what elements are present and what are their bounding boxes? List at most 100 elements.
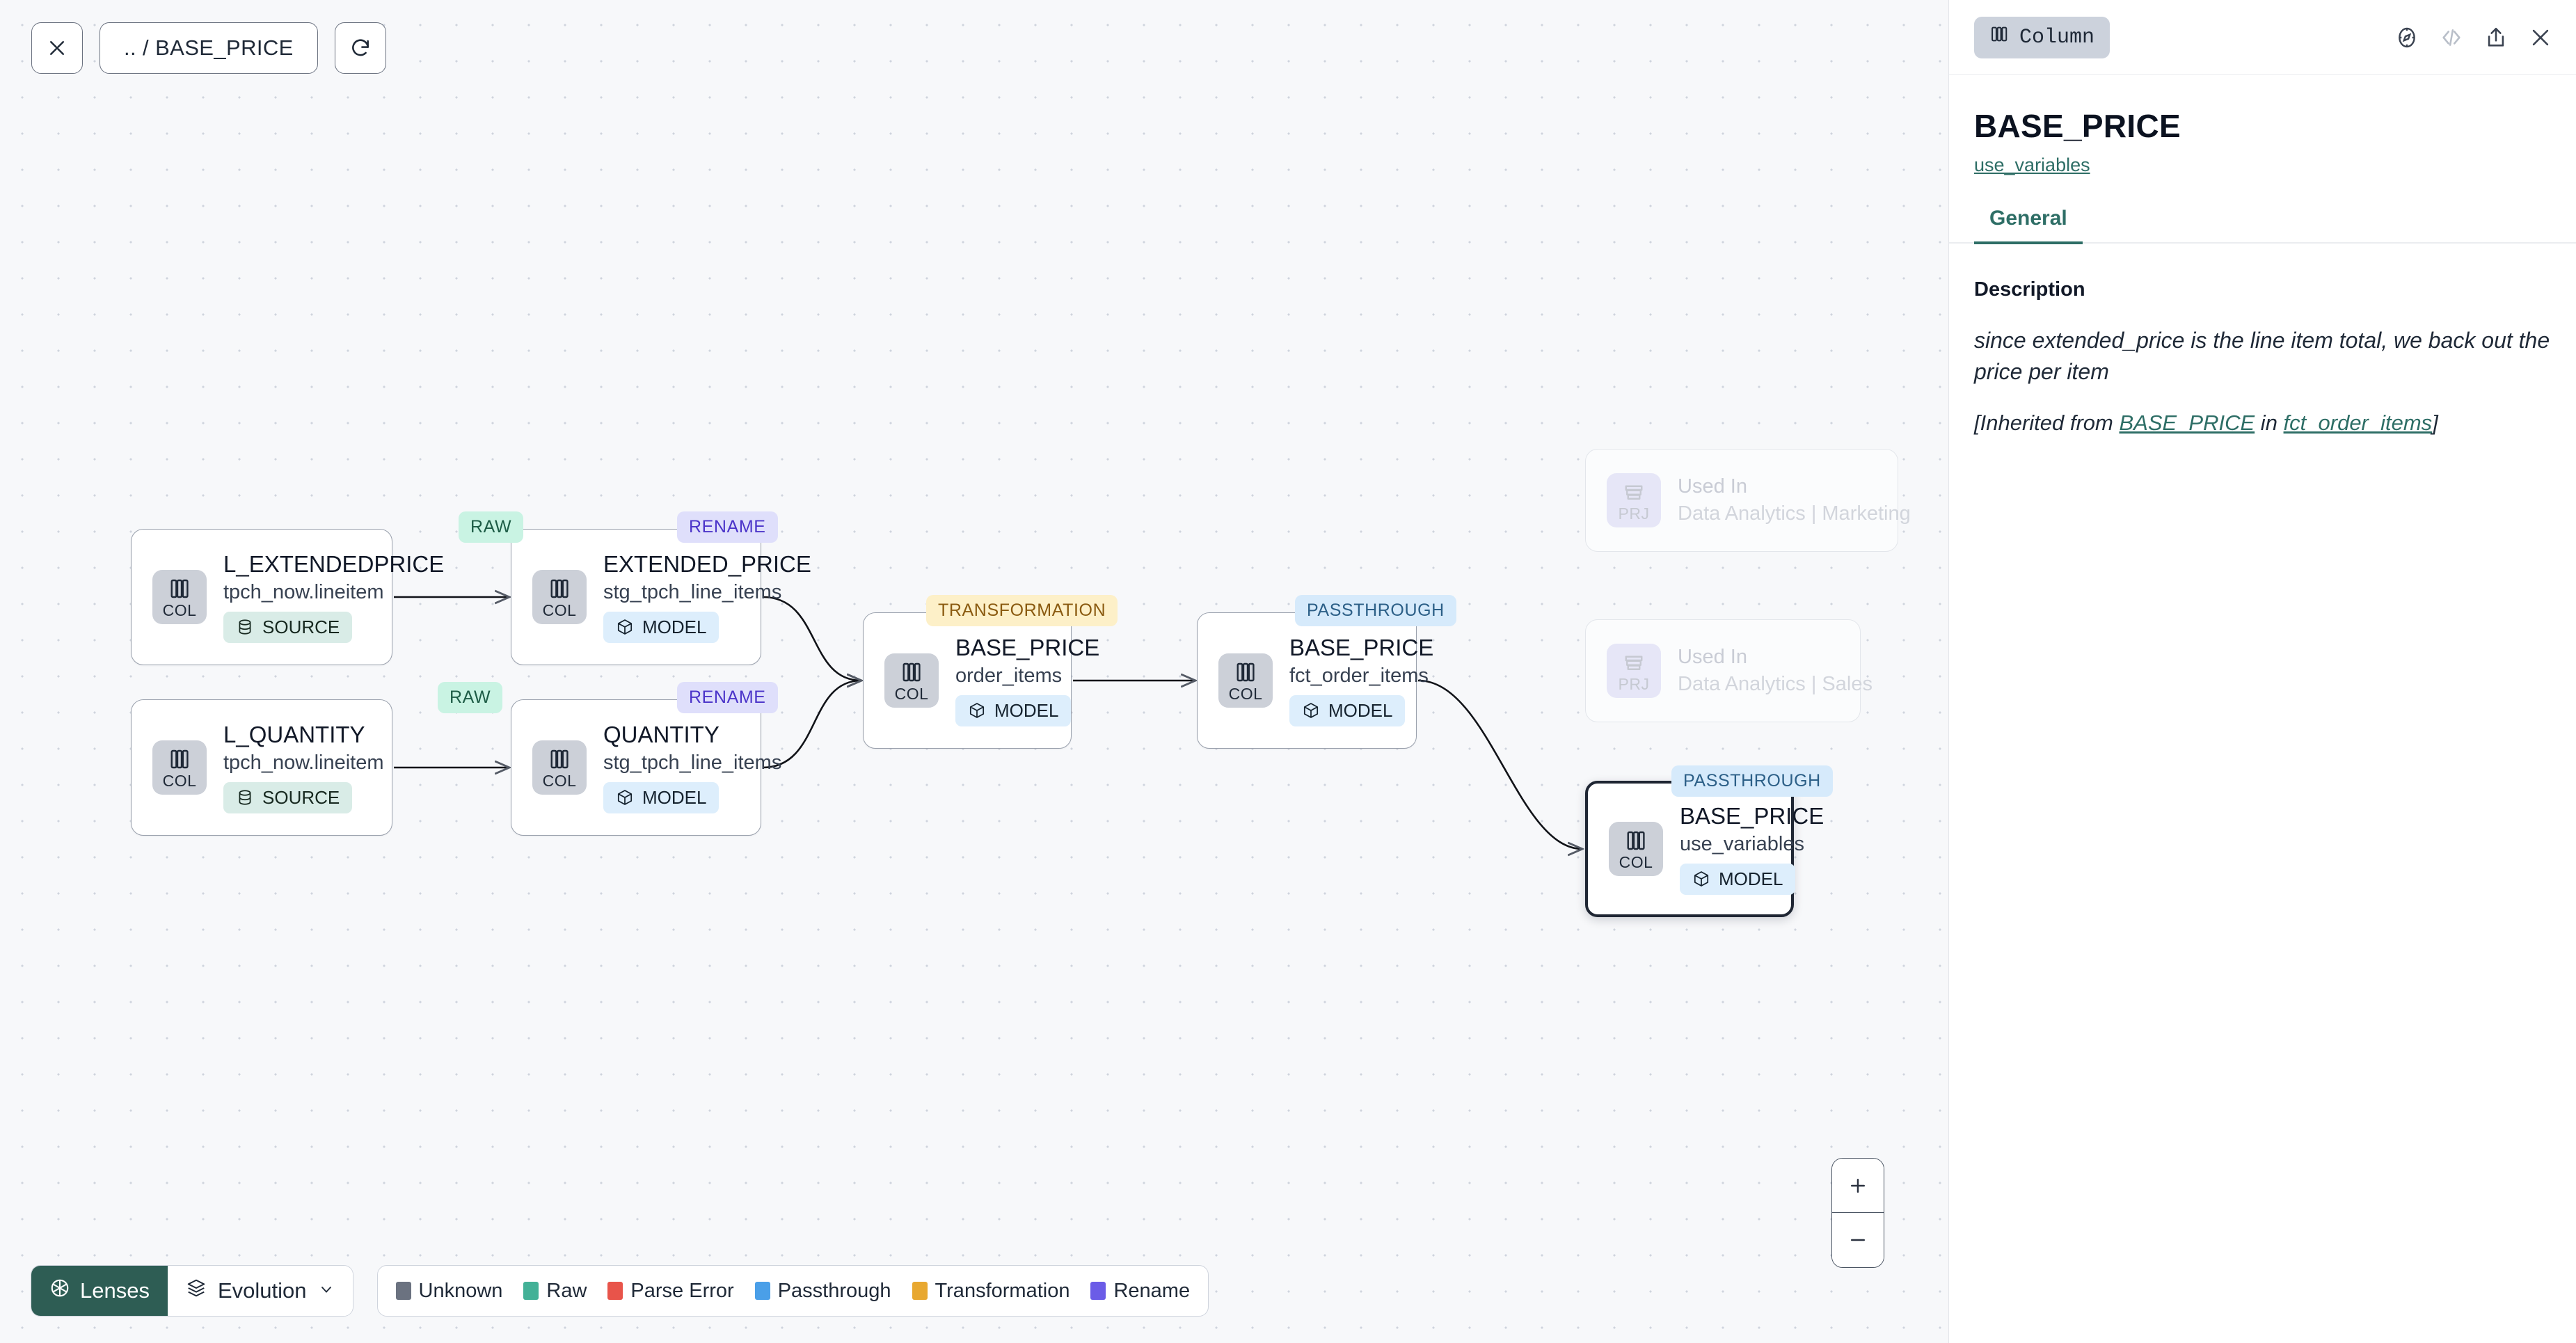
legend-item[interactable]: Parse Error [607,1280,734,1303]
node-subtitle: use_variables [1680,833,1804,856]
node-subtitle: order_items [955,665,1063,688]
lineage-edge [762,596,861,681]
evolution-dropdown[interactable]: Evolution [167,1266,353,1316]
node-subtitle: Data Analytics | Sales [1678,673,1873,695]
node-materialization-badge: MODEL [955,694,1072,726]
aperture-icon [49,1278,70,1304]
page-title: BASE_PRICE [1974,108,2181,144]
node-materialization-badge: SOURCE [223,611,353,643]
legend-label: Unknown [418,1279,503,1302]
graph-node: PRJ Used In Data Analytics | Marketing [1585,449,1911,552]
close-canvas-button[interactable] [31,22,83,74]
lineage-edge [1417,679,1582,849]
node-materialization-label: MODEL [642,786,707,808]
node-materialization-label: SOURCE [262,616,340,637]
node-subtitle: stg_tpch_line_items [603,581,782,604]
canvas-toolbar: .. / BASE_PRICE [31,22,386,74]
node-title: BASE_PRICE [1289,635,1434,661]
tab-general[interactable]: General [1974,207,2083,244]
legend-label: Rename [1113,1279,1191,1302]
cube-icon [968,701,986,720]
node-kind-label: COL [1228,684,1263,703]
node-kind-label: PRJ [1618,504,1650,523]
legend-item[interactable]: Raw [523,1280,587,1303]
panel-tabs: General [1949,207,2576,244]
node-kind-label: COL [1619,852,1653,871]
legend-item[interactable]: Rename [1090,1280,1190,1303]
cube-icon [1692,870,1710,888]
parent-model-link[interactable]: use_variables [1974,154,2090,175]
panel-header-actions [2395,26,2552,49]
column-kind-icon: COL [152,740,207,795]
zoom-out-button[interactable] [1832,1213,1884,1267]
node-title: BASE_PRICE [955,635,1100,661]
inherited-model-link[interactable]: fct_order_items [2283,410,2433,435]
lenses-button[interactable]: Lenses [31,1266,168,1316]
node-materialization-badge: MODEL [1289,694,1406,726]
node-body: Used In Data Analytics | Marketing [1678,475,1911,526]
panel-header: Column [1949,0,2576,75]
entity-kind-badge[interactable]: Column [1974,16,2110,58]
node-kind-label: COL [162,771,197,790]
legend-item[interactable]: Passthrough [754,1280,891,1303]
close-panel-icon[interactable] [2529,26,2552,49]
legend-swatch [607,1282,623,1300]
lens-group: Lenses Evolution [31,1265,353,1317]
node-kind-label: COL [542,601,577,619]
cube-icon [616,618,634,636]
breadcrumb[interactable]: .. / BASE_PRICE [100,22,318,74]
entity-kind-label: Column [2019,25,2095,49]
code-icon[interactable] [2440,26,2463,49]
column-kind-icon: COL [1218,653,1273,708]
database-icon [236,788,254,806]
node-type-tag: RENAME [677,682,778,713]
node-materialization-badge: MODEL [603,611,719,643]
node-subtitle: Data Analytics | Marketing [1678,502,1911,525]
legend-item[interactable]: Transformation [912,1280,1070,1303]
node-type-tag: RAW [438,682,503,713]
inherited-column-link[interactable]: BASE_PRICE [2119,410,2255,435]
project-kind-icon: PRJ [1607,473,1661,527]
legend-item[interactable]: Unknown [395,1279,503,1303]
description-section: Description since extended_price is the … [1949,244,2576,438]
description-text: since extended_price is the line item to… [1974,328,2550,385]
node-type-tag: RAW [459,511,524,543]
evolution-label: Evolution [217,1278,307,1303]
node-subtitle: tpch_now.lineitem [223,581,384,604]
node-materialization-badge: SOURCE [223,781,353,813]
node-type-tag: RENAME [677,511,778,543]
zoom-in-button[interactable] [1832,1159,1884,1213]
share-icon[interactable] [2484,26,2508,49]
node-materialization-label: SOURCE [262,786,340,808]
inherited-prefix: [Inherited from [1974,410,2120,435]
refresh-button[interactable] [334,22,386,74]
node-title: QUANTITY [603,722,719,748]
cube-icon [616,788,634,806]
node-used-in-label: Used In [1678,475,1747,498]
legend-swatch [1090,1282,1106,1300]
cube-icon [1302,701,1320,720]
node-kind-label: COL [162,601,197,619]
compass-icon[interactable] [2395,26,2419,49]
description-label: Description [1974,278,2085,301]
inherited-note: [Inherited from BASE_PRICE in fct_order_… [1974,408,2551,438]
columns-icon [1989,24,2009,51]
node-type-tag: PASSTHROUGH [1671,765,1833,797]
inherited-mid: in [2255,410,2284,435]
column-kind-icon: COL [1609,822,1663,876]
node-subtitle: stg_tpch_line_items [603,752,782,774]
legend-swatch [523,1282,539,1300]
column-kind-icon: COL [532,740,587,795]
